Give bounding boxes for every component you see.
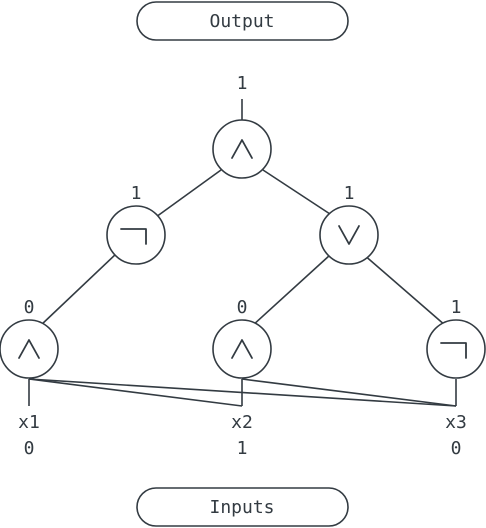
input-x2-value: 1: [237, 438, 248, 459]
edges: [28, 99, 457, 407]
gate-root-value: 1: [237, 73, 248, 94]
gate-left-not-circle: [106, 205, 166, 265]
gate-right-or-circle: [319, 205, 379, 265]
gate-bottom-right-not: 1: [426, 297, 486, 379]
gate-bottom-mid-and: 0: [212, 297, 272, 379]
gate-bottom-mid-circle: [212, 319, 272, 379]
edge-root-right: [262, 169, 331, 215]
gate-bottom-mid-value: 0: [237, 297, 248, 318]
and-symbol-icon: [231, 339, 253, 359]
gate-right-or-value: 1: [344, 183, 355, 204]
gate-bottom-right-circle: [426, 319, 486, 379]
and-symbol-icon: [231, 139, 253, 159]
not-symbol-icon: [440, 342, 467, 359]
edge-leftnot-bottomleft: [39, 252, 118, 327]
input-x3-name: x3: [445, 412, 467, 433]
gate-bottom-right-value: 1: [451, 297, 462, 318]
input-x3: x3 0: [445, 412, 467, 459]
not-symbol-icon: [120, 228, 147, 245]
input-x2-name: x2: [231, 412, 253, 433]
wire-bottomleft-to-x3: [28, 378, 457, 407]
gate-root-circle: [212, 119, 272, 179]
input-x1: x1 0: [18, 412, 40, 459]
edge-or-bottommid: [251, 254, 331, 327]
input-x3-value: 0: [451, 438, 462, 459]
gate-root-and: 1: [212, 73, 272, 179]
input-x1-name: x1: [18, 412, 40, 433]
input-x2: x2 1: [231, 412, 253, 459]
output-pill: Output: [136, 1, 349, 41]
wire-x1-to-x2: [28, 378, 243, 407]
gate-left-not-value: 1: [131, 183, 142, 204]
wire-x2-to-x3: [241, 378, 457, 407]
inputs-pill-shape: [136, 487, 349, 527]
gate-right-or: 1: [319, 183, 379, 265]
input-x1-value: 0: [24, 438, 35, 459]
gate-bottom-left-and: 0: [0, 297, 59, 379]
gate-bottom-left-circle: [0, 319, 59, 379]
inputs-pill: Inputs: [136, 487, 349, 527]
gate-left-not: 1: [106, 183, 166, 265]
output-pill-shape: [136, 1, 349, 41]
edge-root-left: [155, 169, 222, 218]
or-symbol-icon: [338, 225, 360, 245]
and-symbol-icon: [18, 339, 40, 359]
edge-or-bottomright: [362, 253, 447, 327]
inputs-pill-label: Inputs: [209, 497, 274, 518]
gate-bottom-left-value: 0: [24, 297, 35, 318]
output-pill-label: Output: [209, 11, 274, 32]
